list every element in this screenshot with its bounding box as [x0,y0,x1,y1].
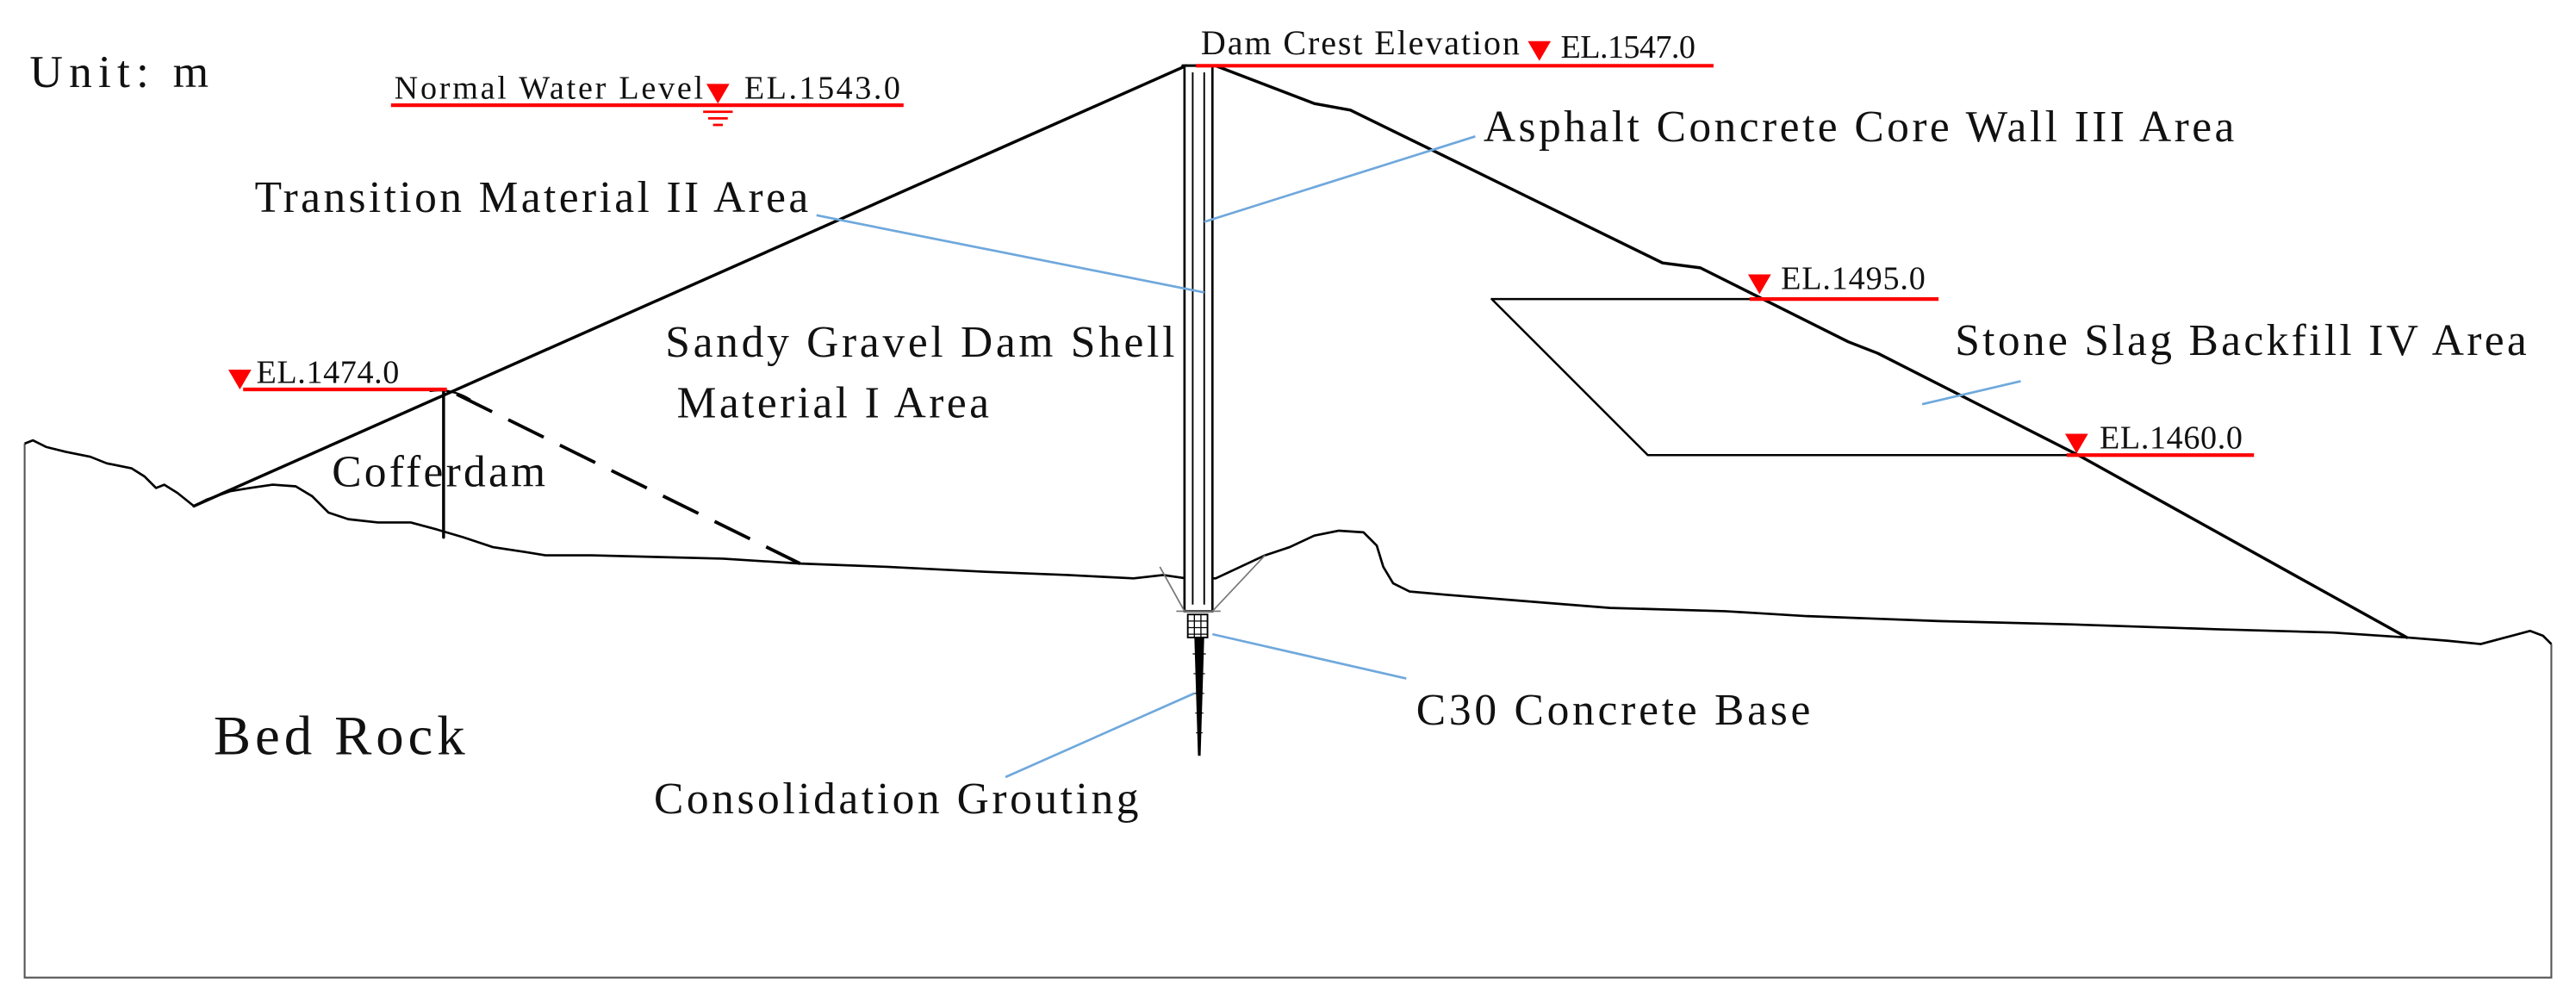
elevation-marker-icon [706,84,730,104]
water-level-icon [703,110,733,127]
grouting-leader-line [1005,692,1195,779]
transition-label: Transition Material II Area [255,173,809,222]
el-1460-label: EL.1460.0 [2100,420,2243,457]
elevation-marker-icon [1528,40,1552,61]
core-wall-label: Asphalt Concrete Core Wall III Area [1484,103,2235,152]
elevation-marker-icon [228,370,252,389]
bedrock-surface-line [24,439,2553,645]
stone-slag-label: Stone Slag Backfill IV Area [1955,316,2527,365]
elevation-marker-icon [2064,433,2088,454]
asphalt-core-wall [1183,65,1214,613]
stone-slag-zone-boundary [1490,297,2080,457]
unit-label: Unit: m [29,46,208,97]
core-wall-leader-line [1204,135,1476,223]
downstream-slope [1214,64,2409,639]
cofferdam-downstream-dashed-line [456,393,801,565]
section-frame [23,443,2553,979]
cofferdam-label: Cofferdam [332,448,545,497]
normal-water-level-elevation: EL.1543.0 [744,70,900,106]
grouting-label: Consolidation Grouting [654,775,1139,824]
dam-crest-label: Dam Crest Elevation [1201,23,1520,62]
stone-slag-leader-line [1921,380,2021,406]
bed-rock-label: Bed Rock [214,705,465,767]
shell-label-line2: Material I Area [677,378,989,427]
elevation-marker-icon [1747,274,1771,295]
core-base-trench [1159,555,1266,613]
el-1474-label: EL.1474.0 [256,354,399,390]
concrete-base-label: C30 Concrete Base [1416,686,1811,735]
shell-label-line1: Sandy Gravel Dam Shell [665,318,1174,367]
concrete-base-block [1186,613,1209,638]
consolidation-grout-line [1192,637,1206,756]
dam-crest-elevation: EL.1547.0 [1561,29,1696,65]
transition-leader-line [816,214,1205,294]
upstream-slope [192,64,1188,508]
concrete-base-leader-line [1211,632,1407,680]
normal-water-level-label: Normal Water Level [395,70,703,106]
el-1495-label: EL.1495.0 [1781,261,1926,297]
